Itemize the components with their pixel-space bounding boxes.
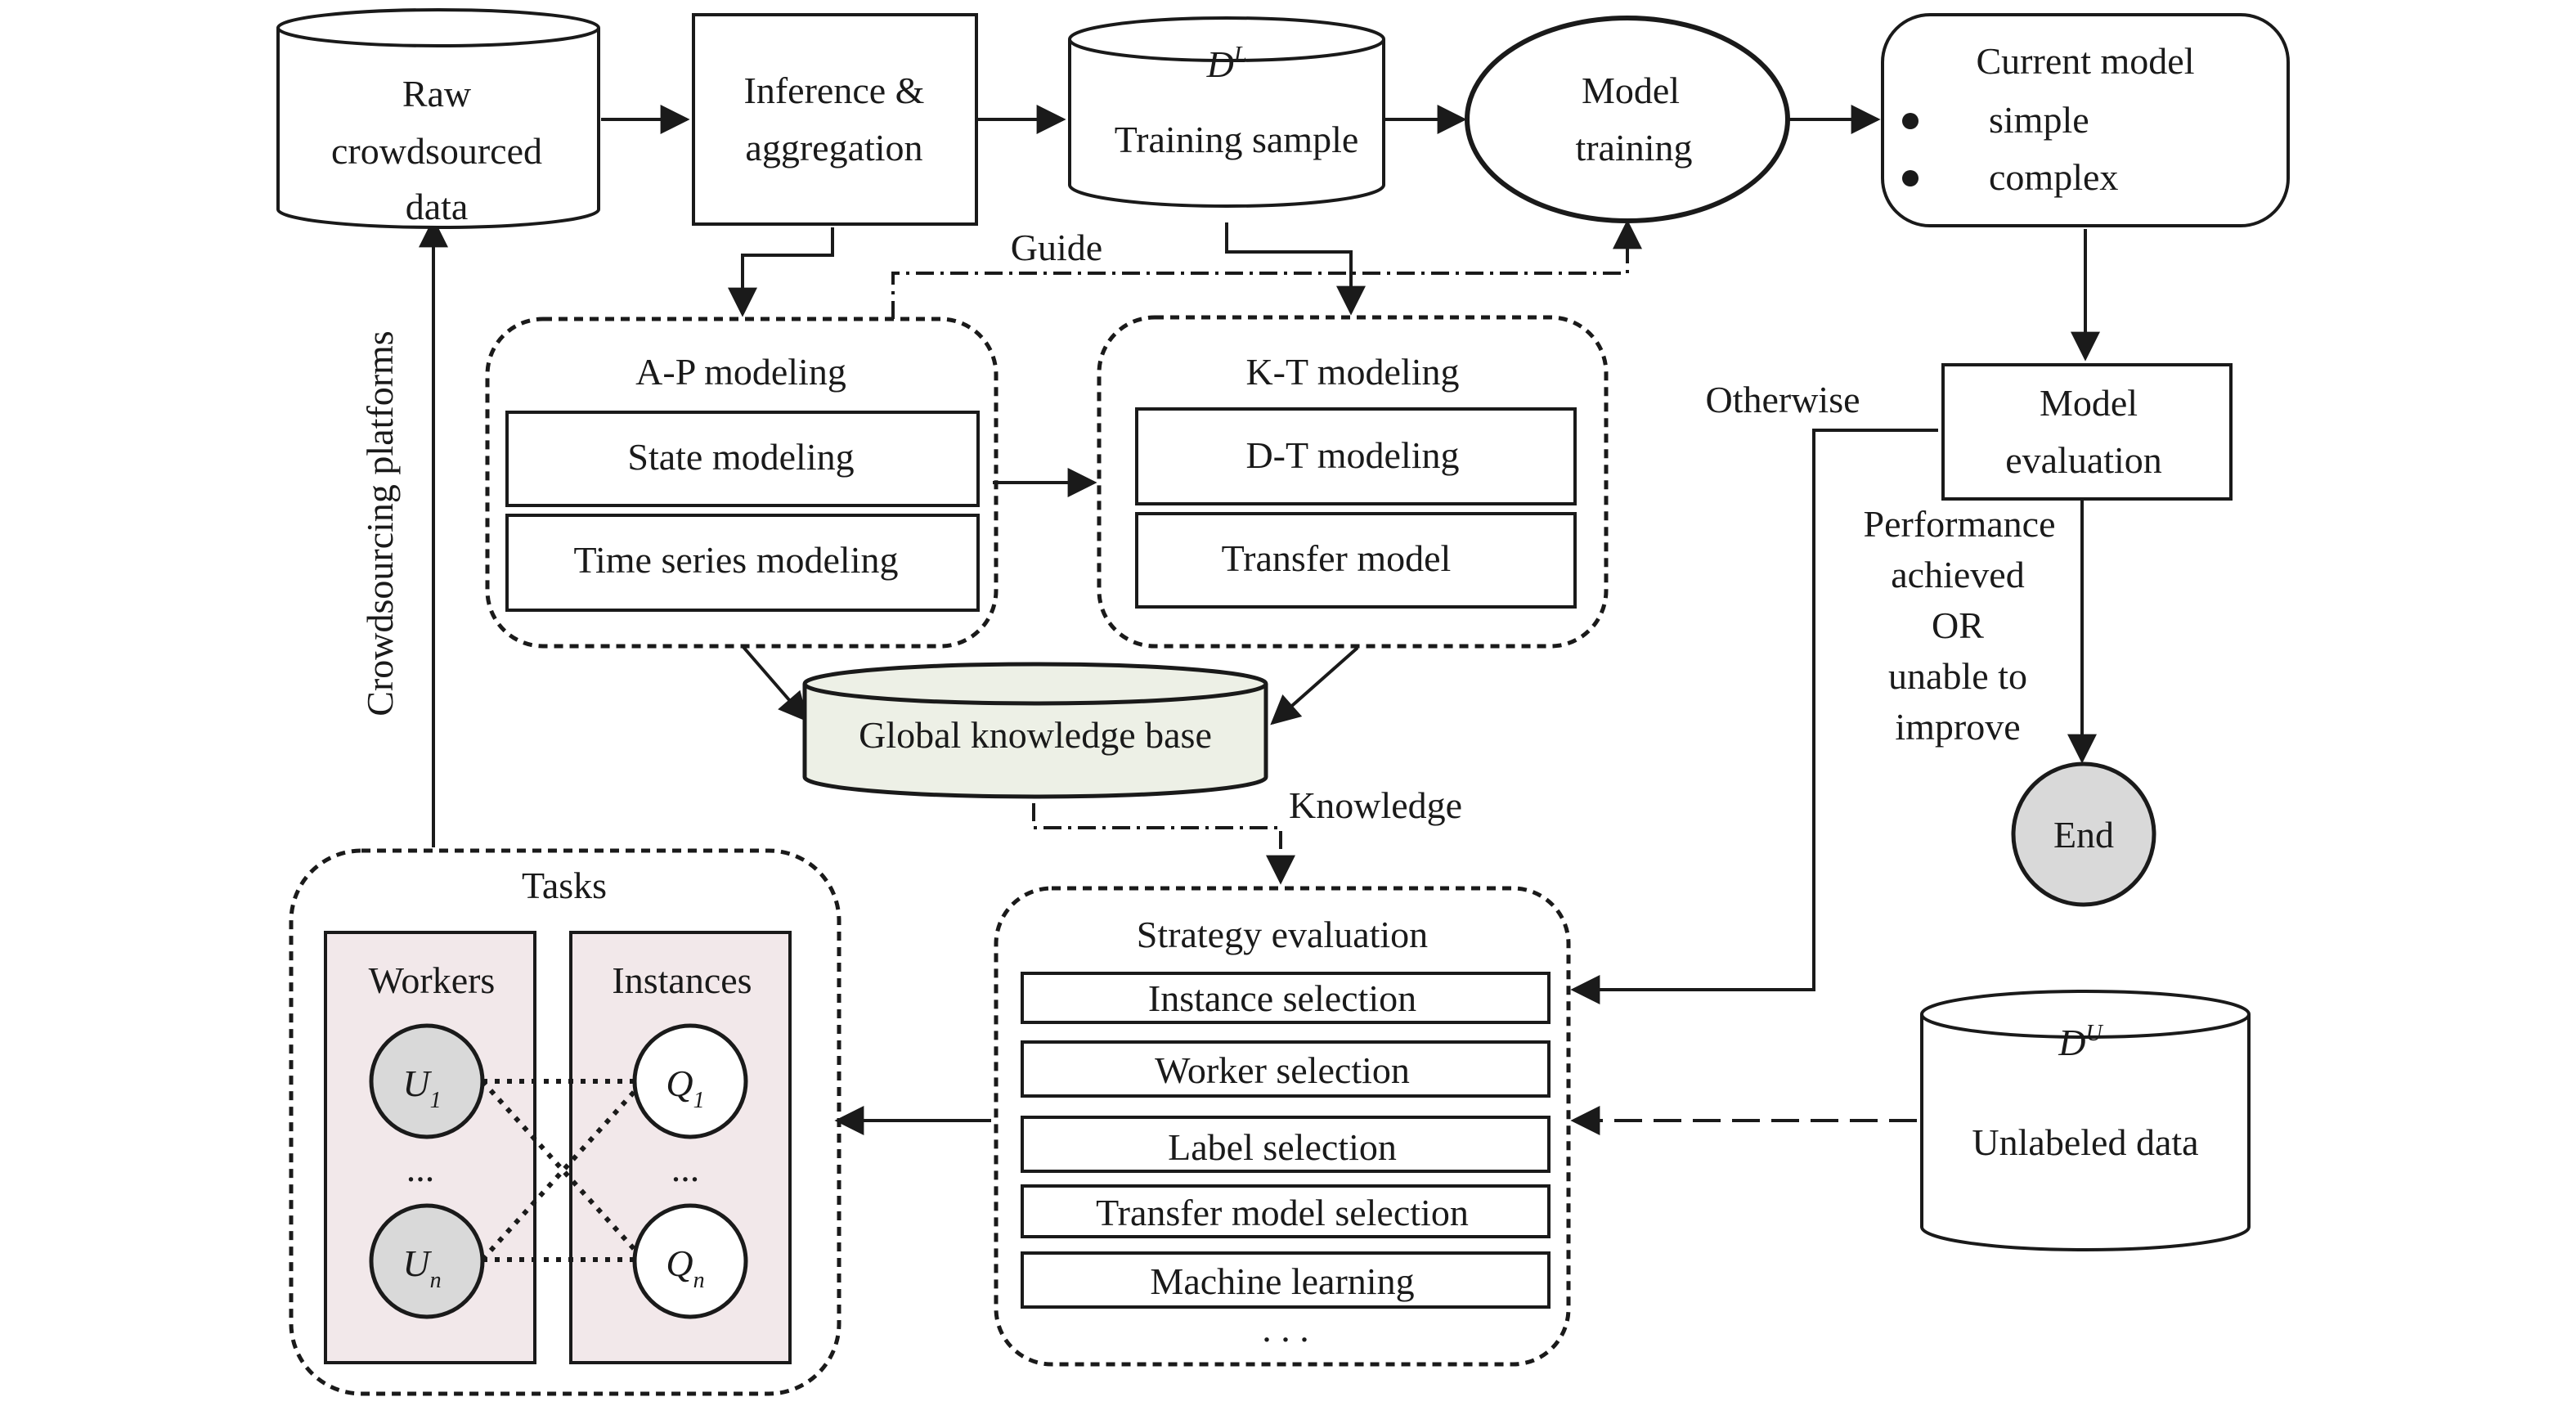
- connectors: [419, 105, 2100, 1135]
- training-sample-label: Training sample: [1115, 119, 1359, 160]
- current-model-box: Current model simple complex: [1881, 13, 2290, 227]
- strategy-evaluation-group: Strategy evaluation Instance selection W…: [994, 886, 1571, 1367]
- ap-time-series-modeling: Time series modeling: [574, 539, 899, 581]
- unlabeled-data-cylinder: DU Unlabeled data: [1920, 990, 2251, 1251]
- current-model-item-simple: simple: [1989, 99, 2089, 141]
- current-model-title: Current model: [1977, 40, 2195, 82]
- model-training-ellipse: Model training: [1465, 16, 1790, 223]
- knowledge-label: Knowledge: [1289, 784, 1462, 826]
- model-training-line-1: Model: [1582, 70, 1680, 111]
- performance-line-3: OR: [1932, 604, 1984, 646]
- model-evaluation-line-2: evaluation: [2005, 439, 2162, 481]
- current-model-item-complex: complex: [1989, 156, 2118, 198]
- unlabeled-label: Unlabeled data: [1972, 1121, 2198, 1163]
- link-un-q1: [480, 1087, 639, 1262]
- model-evaluation-line-1: Model: [2040, 382, 2138, 424]
- strategy-title: Strategy evaluation: [1137, 914, 1428, 955]
- end-label: End: [2053, 814, 2114, 856]
- guide-label: Guide: [1011, 227, 1102, 268]
- arrow-ap-to-kb: [741, 645, 809, 722]
- kt-modeling-title: K-T modeling: [1245, 351, 1459, 393]
- performance-line-1: Performance: [1864, 503, 2056, 545]
- raw-data-cylinder: Raw crowdsourced data: [276, 8, 600, 229]
- inference-box: Inference & aggregation: [692, 13, 978, 226]
- arrow-kt-to-kb: [1270, 646, 1359, 725]
- inference-line-2: aggregation: [745, 127, 922, 168]
- performance-line-2: achieved: [1891, 554, 2024, 595]
- instance-q1-circle: [632, 1023, 748, 1139]
- worker-un-circle: [369, 1203, 485, 1319]
- performance-line-4: unable to: [1888, 655, 2027, 697]
- bullet-complex: [1902, 170, 1919, 186]
- end-node: End: [2011, 761, 2156, 907]
- tasks-title: Tasks: [522, 865, 607, 906]
- strategy-instance-selection: Instance selection: [1148, 977, 1416, 1019]
- kt-modeling-group: K-T modeling D-T modeling Transfer model: [1097, 315, 1609, 649]
- strategy-label-selection: Label selection: [1168, 1126, 1397, 1168]
- arrow-otherwise-to-strategy: [1570, 429, 1938, 1004]
- model-training-line-2: training: [1575, 127, 1692, 168]
- worker-un-label: Un: [402, 1242, 441, 1293]
- strategy-ellipsis: . . .: [1262, 1308, 1309, 1350]
- worker-u1-label: U1: [402, 1062, 441, 1113]
- unlabeled-symbol: DU: [2058, 1021, 2103, 1063]
- arrow-inference-to-ap: [728, 227, 834, 317]
- raw-data-line-3: data: [406, 186, 469, 227]
- global-kb-cylinder: Global knowledge base: [802, 662, 1268, 799]
- instances-title: Instances: [612, 959, 752, 1001]
- kt-transfer-model: Transfer model: [1222, 537, 1452, 579]
- arrow-guide: [891, 219, 1642, 319]
- crowdsourcing-label: Crowdsourcing platforms: [359, 330, 401, 716]
- workers-ellipsis: ...: [406, 1148, 435, 1189]
- training-sample-cylinder: DL Training sample: [1068, 16, 1385, 208]
- raw-data-line-1: Raw: [402, 73, 472, 115]
- bullet-simple: [1902, 113, 1919, 129]
- link-u1-qn: [480, 1079, 639, 1254]
- workers-title: Workers: [369, 959, 496, 1001]
- global-kb-label: Global knowledge base: [859, 714, 1212, 756]
- worker-u1-circle: [369, 1023, 485, 1139]
- raw-data-line-2: crowdsourced: [331, 130, 542, 172]
- ap-modeling-title: A-P modeling: [635, 351, 846, 393]
- strategy-worker-selection: Worker selection: [1155, 1049, 1410, 1091]
- arrow-sample-to-kt: [1225, 222, 1366, 316]
- otherwise-label: Otherwise: [1705, 379, 1860, 420]
- end-circle: [2011, 761, 2156, 907]
- performance-label: Performance achieved OR unable to improv…: [1864, 503, 2056, 748]
- strategy-transfer-model-selection: Transfer model selection: [1096, 1192, 1469, 1233]
- ap-modeling-group: A-P modeling State modeling Time series …: [485, 317, 999, 649]
- instance-q1-label: Q1: [666, 1062, 704, 1113]
- model-evaluation-box: Model evaluation: [1941, 363, 2233, 501]
- instance-qn-circle: [632, 1203, 748, 1319]
- arrow-knowledge: [1032, 803, 1295, 885]
- performance-line-5: improve: [1895, 706, 2020, 748]
- kt-dt-modeling: D-T modeling: [1245, 434, 1459, 476]
- strategy-machine-learning: Machine learning: [1150, 1260, 1414, 1302]
- instance-qn-label: Qn: [666, 1242, 704, 1293]
- instances-ellipsis: ...: [671, 1148, 700, 1189]
- tasks-group: Tasks Workers Instances U1 ... Un Q1 ...…: [289, 848, 841, 1396]
- ap-state-modeling: State modeling: [627, 436, 854, 478]
- inference-line-1: Inference &: [744, 70, 925, 111]
- training-sample-symbol: DL: [1206, 43, 1247, 85]
